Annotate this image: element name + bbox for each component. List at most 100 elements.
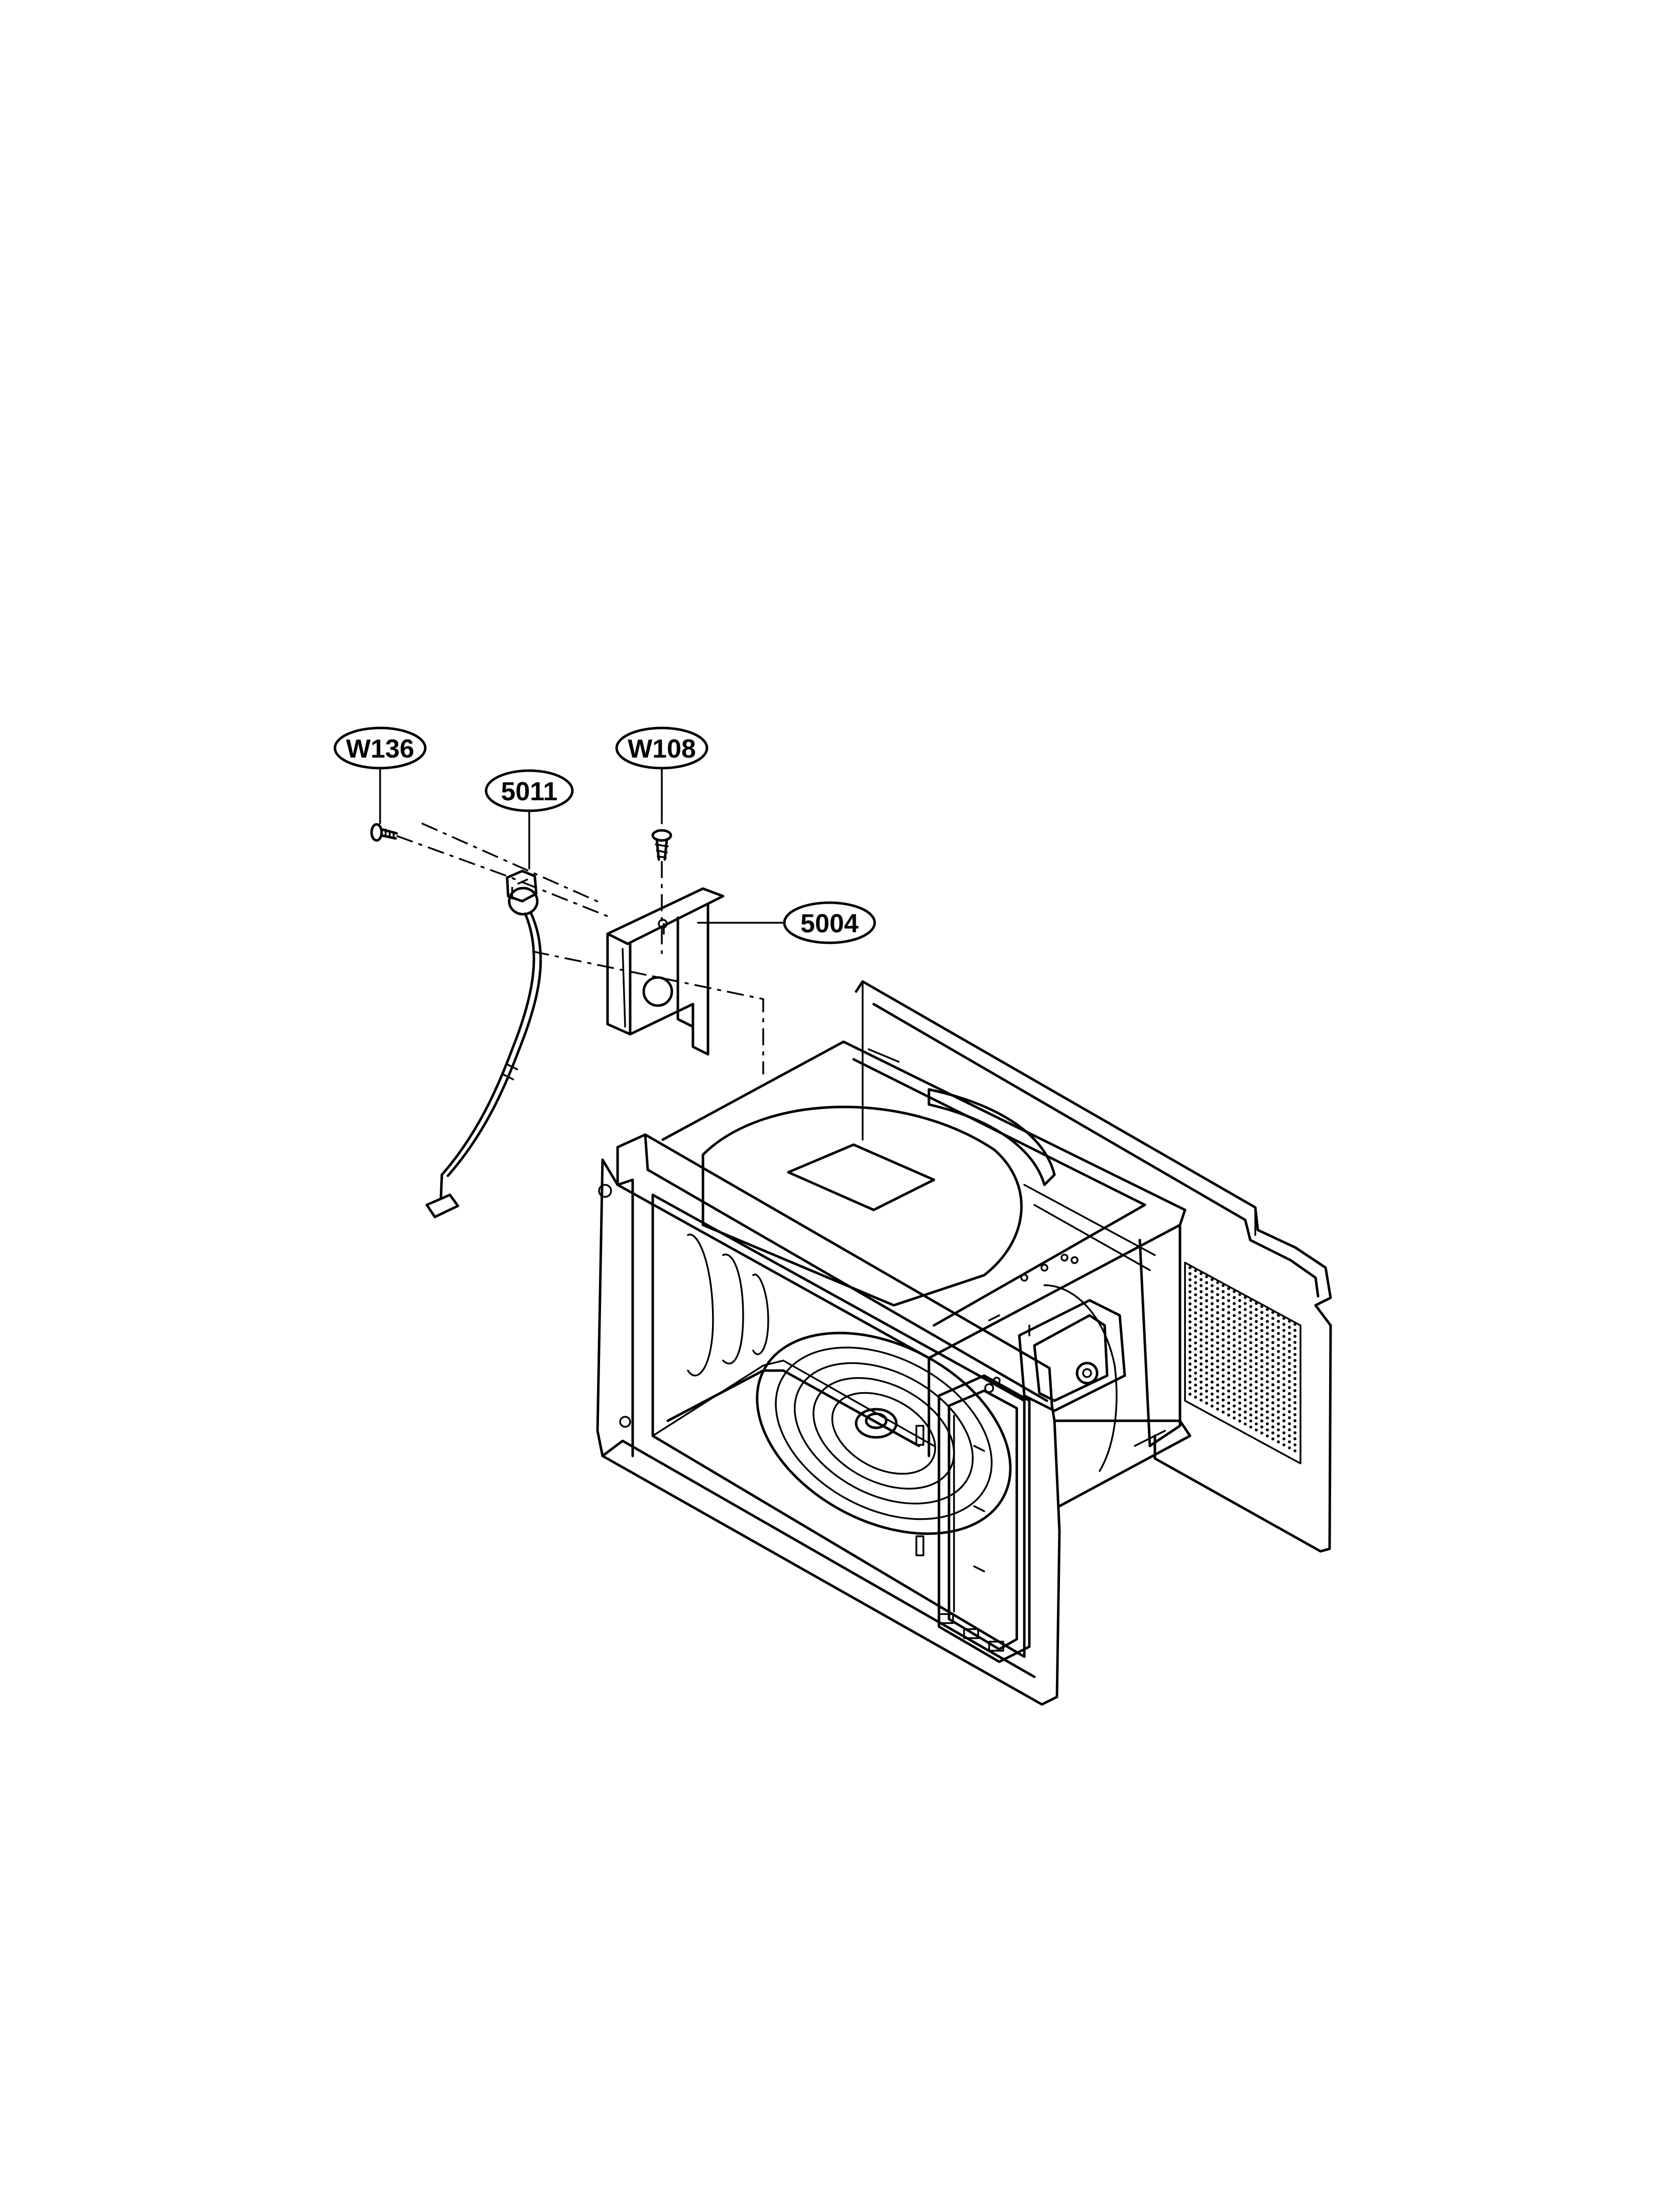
callout-5011-label: 5011 [501, 777, 558, 806]
grille-hole [1233, 1344, 1236, 1347]
grille-hole [1255, 1410, 1258, 1414]
grille-hole [1249, 1365, 1252, 1369]
grille-hole [1255, 1392, 1258, 1396]
grille-hole [1271, 1389, 1274, 1393]
grille-hole [1205, 1275, 1208, 1278]
grille-hole [1293, 1449, 1296, 1452]
callout-w136[interactable]: W136 [333, 726, 427, 824]
front-frame [596, 1133, 1061, 1706]
grille-hole [1189, 1266, 1192, 1269]
grille-hole [1238, 1383, 1241, 1387]
grille-hole [1277, 1314, 1280, 1317]
grille-hole [1238, 1299, 1241, 1302]
grille-hole [1288, 1392, 1291, 1395]
grille-hole [1222, 1356, 1225, 1360]
grille-hole [1194, 1299, 1197, 1302]
grille-hole [1293, 1431, 1296, 1434]
grille-hole [1233, 1368, 1236, 1372]
grille-hole [1227, 1335, 1230, 1338]
grille-hole [1222, 1320, 1225, 1323]
grille-hole [1255, 1314, 1258, 1317]
grille-hole [1260, 1311, 1263, 1314]
grille-hole [1288, 1440, 1291, 1443]
grille-hole [1244, 1320, 1247, 1323]
grille-hole [1222, 1338, 1225, 1341]
grille-hole [1249, 1329, 1252, 1332]
grille-hole [1255, 1356, 1258, 1360]
callout-w108[interactable]: W108 [615, 726, 708, 824]
grille-hole [1222, 1308, 1225, 1311]
grille-hole [1288, 1446, 1291, 1449]
grille-hole [1282, 1431, 1285, 1434]
grille-hole [1222, 1344, 1225, 1347]
microwave-chassis[interactable] [596, 980, 1332, 1706]
grille-hole [1255, 1368, 1258, 1372]
grille-hole [1288, 1380, 1291, 1383]
grille-hole [1238, 1365, 1241, 1369]
grille-hole [1266, 1422, 1269, 1426]
grille-hole [1211, 1326, 1214, 1329]
grille-hole [1282, 1443, 1285, 1446]
grille-hole [1194, 1371, 1197, 1375]
grille-hole [1222, 1380, 1225, 1384]
grille-hole [1216, 1305, 1219, 1308]
grille-hole [1260, 1347, 1263, 1350]
grille-hole [1200, 1320, 1203, 1323]
grille-hole [1227, 1371, 1230, 1375]
grille-hole [1260, 1359, 1263, 1363]
grille-hole [1277, 1440, 1280, 1444]
grille-hole [1205, 1299, 1208, 1302]
grille-hole [1200, 1362, 1203, 1366]
grille-hole [1200, 1368, 1203, 1372]
grille-hole [1266, 1380, 1269, 1384]
grille-hole [1255, 1422, 1258, 1426]
grille-hole [1244, 1314, 1247, 1317]
grille-hole [1266, 1314, 1269, 1317]
grille-hole [1271, 1335, 1274, 1338]
grille-hole [1238, 1407, 1241, 1411]
grille-hole [1189, 1326, 1192, 1329]
callout-5004[interactable]: 5004 [697, 901, 876, 944]
grille-hole [1189, 1381, 1192, 1384]
grille-hole [1260, 1383, 1263, 1387]
grille-hole [1189, 1350, 1192, 1354]
grille-hole [1249, 1347, 1252, 1350]
grille-hole [1271, 1419, 1274, 1423]
screw-w136[interactable] [370, 823, 398, 842]
grille-hole [1293, 1353, 1296, 1356]
grille-hole [1194, 1287, 1197, 1290]
grille-hole [1216, 1323, 1219, 1326]
callout-w108-label: W108 [628, 734, 696, 764]
grille-hole [1194, 1389, 1197, 1393]
part-5011-sensor[interactable] [425, 870, 542, 1218]
grille-hole [1233, 1362, 1236, 1366]
screw-w108[interactable] [651, 829, 672, 861]
grille-hole [1205, 1365, 1208, 1369]
grille-hole [1189, 1290, 1192, 1293]
part-5004-bracket[interactable] [606, 887, 725, 1056]
grille-hole [1205, 1359, 1208, 1363]
grille-hole [1266, 1392, 1269, 1396]
grille-hole [1233, 1380, 1236, 1384]
callout-5011[interactable]: 5011 [485, 769, 574, 870]
grille-hole [1216, 1311, 1219, 1314]
grille-hole [1249, 1311, 1252, 1314]
grille-hole [1249, 1353, 1252, 1357]
grille-hole [1238, 1389, 1241, 1393]
grille-hole [1222, 1386, 1225, 1390]
grille-hole [1277, 1416, 1280, 1420]
grille-hole [1293, 1371, 1296, 1374]
grille-hole [1282, 1340, 1285, 1344]
grille-hole [1288, 1374, 1291, 1377]
grille-hole [1293, 1346, 1296, 1350]
grille-hole [1205, 1311, 1208, 1314]
grille-hole [1211, 1332, 1214, 1335]
grille-hole [1277, 1398, 1280, 1402]
grille-hole [1255, 1386, 1258, 1390]
grille-hole [1277, 1350, 1280, 1354]
grille-hole [1293, 1365, 1296, 1368]
grille-hole [1222, 1332, 1225, 1335]
grille-hole [1249, 1323, 1252, 1326]
grille-hole [1200, 1344, 1203, 1347]
grille-hole [1216, 1407, 1219, 1411]
